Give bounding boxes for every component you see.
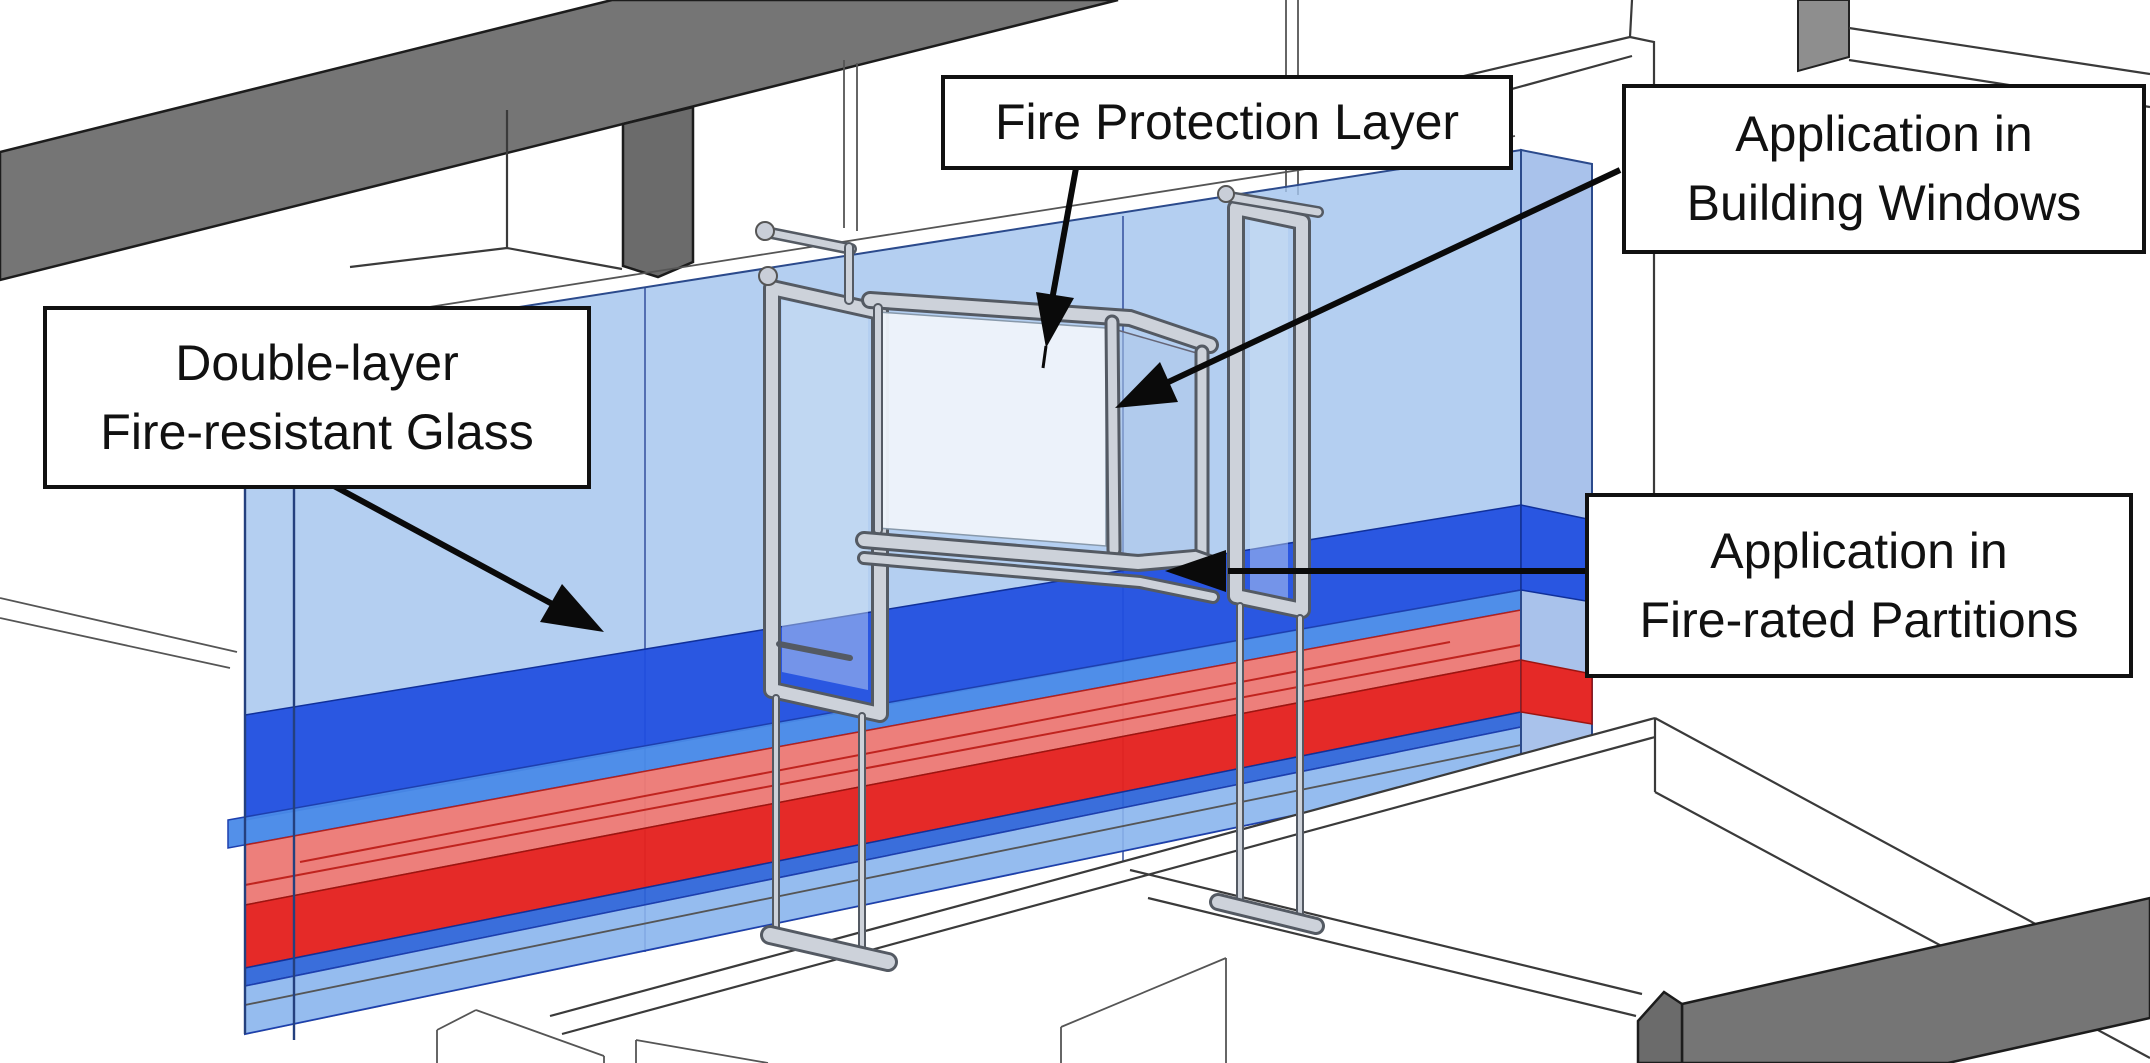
bracket-ball-3 — [1217, 185, 1235, 203]
right-frame-glass — [1250, 215, 1288, 600]
left-frame-legs — [774, 696, 864, 954]
steel-frame-left — [755, 221, 898, 972]
floor-beam-post — [1636, 990, 1684, 1063]
ceiling-beam — [0, 0, 1119, 282]
arrow-building-windows — [1160, 167, 1622, 388]
arrowhead-building-windows — [1115, 362, 1178, 408]
left-frame-glass — [782, 300, 868, 690]
arrow-fire-protection-layer — [1049, 167, 1079, 301]
suspension-rods-left — [843, 60, 858, 231]
steel-frame-right — [1209, 185, 1325, 935]
right-frame-foot — [1212, 896, 1322, 932]
left-frame-rails — [766, 282, 886, 720]
arrowhead-fire-rated-partitions — [1165, 550, 1226, 592]
arrowhead-fire-resistant-glass — [540, 584, 604, 632]
window-sill-rail — [860, 554, 1217, 601]
bracket-ball-2 — [758, 266, 778, 286]
callout-fire-protection-layer: Fire Protection Layer — [941, 75, 1513, 170]
callout-application-fire-rated-partitions: Application in Fire-rated Partitions — [1585, 493, 2133, 678]
arrow-tail-thin — [1041, 345, 1048, 369]
window-pane — [877, 311, 1107, 547]
callout-application-building-windows: Application in Building Windows — [1622, 84, 2146, 254]
wall-corner-lines — [349, 110, 623, 271]
callout-double-layer-fire-resistant-glass: Double-layer Fire-resistant Glass — [43, 306, 591, 489]
floor-slab — [436, 716, 2150, 1063]
window-assembly — [855, 291, 1224, 604]
window-top-rail — [864, 294, 1216, 351]
lower-band-line — [244, 744, 1522, 1006]
top-right-column — [1797, 0, 1850, 73]
arrow-fire-resistant-glass — [332, 483, 558, 609]
window-stiles — [1107, 317, 1207, 571]
fire-layer-edges — [244, 641, 1522, 886]
right-frame-bracket — [1220, 192, 1322, 216]
floor-slab-face — [550, 718, 2150, 1063]
right-frame-legs — [1238, 604, 1302, 918]
right-frame-rails — [1230, 202, 1308, 616]
bracket-ball-1 — [755, 221, 775, 241]
left-frame-foot — [763, 928, 895, 969]
wall-end-blue — [1520, 504, 1593, 603]
lower-slab-edges — [1129, 868, 1643, 1018]
hanging-column — [621, 105, 695, 279]
left-frame-bracket — [762, 228, 855, 253]
leader-arrows — [332, 167, 1622, 632]
arrowhead-fire-protection-layer — [1036, 292, 1074, 348]
bottom-right-beam — [1636, 896, 2150, 1063]
left-base-lines — [0, 597, 238, 669]
foreground-box-lines — [436, 957, 1227, 1063]
floor-slab-edges — [549, 716, 2150, 1059]
wall-end-red — [1520, 659, 1593, 725]
